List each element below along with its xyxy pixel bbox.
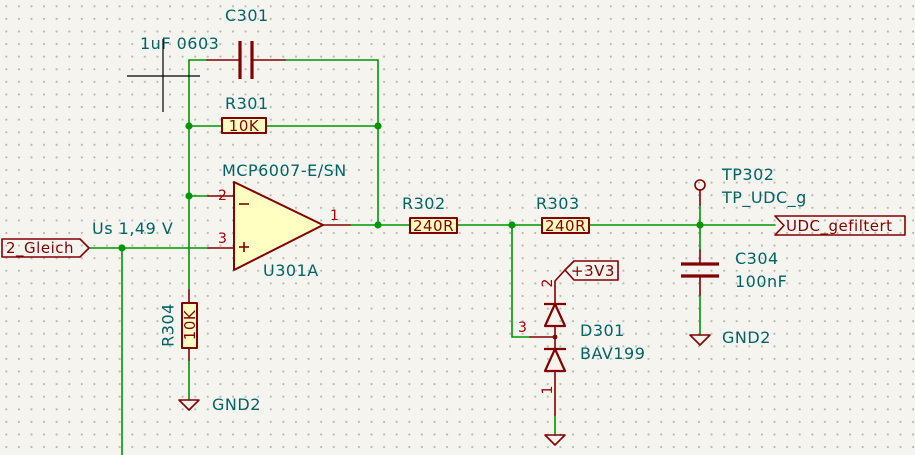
power-3v3-label[interactable]: +3V3 <box>571 262 615 280</box>
crosshair-cursor-icon <box>127 39 200 112</box>
resistor-r304[interactable]: 10K R304 <box>159 289 200 361</box>
power-flag-icon <box>564 260 619 281</box>
gnd2-left-label[interactable]: GND2 <box>212 395 261 414</box>
r301-body <box>221 117 267 134</box>
hierarchical-label-output[interactable]: UDC_gefiltert <box>774 215 906 236</box>
wire-d301-pin3[interactable] <box>511 224 531 338</box>
c304-value[interactable]: 100nF <box>735 272 787 291</box>
u301-value[interactable]: MCP6007-E/SN <box>222 161 347 180</box>
test-point-tp302[interactable]: TP302 TP_UDC_g <box>694 165 807 208</box>
ground-symbol-icon <box>689 334 711 346</box>
test-point-icon <box>694 179 706 191</box>
r304-reference[interactable]: R304 <box>159 303 178 347</box>
input-label-text[interactable]: 2_Gleich <box>6 239 74 258</box>
junction-dot[interactable] <box>118 244 126 252</box>
resistor-r302[interactable]: 240R R302 <box>402 194 458 235</box>
output-label-text[interactable]: UDC_gefiltert <box>786 217 893 236</box>
ground-gnd2-left[interactable]: GND2 <box>178 395 261 414</box>
d301-pin-1-number: 1 <box>540 386 556 395</box>
resistor-r303[interactable]: 240R R303 <box>536 194 590 235</box>
wires <box>89 59 776 455</box>
opamp-triangle-icon <box>233 181 324 271</box>
d301-pin-3-number: 3 <box>518 320 527 336</box>
junction-dot[interactable] <box>696 221 704 229</box>
r302-reference[interactable]: R302 <box>402 194 446 213</box>
input-label-flag-icon <box>1 238 90 258</box>
capacitor-c304[interactable]: C304 100nF <box>681 249 787 296</box>
ground-symbol-icon <box>544 434 566 446</box>
ground-gnd2-right[interactable]: GND2 <box>689 328 771 347</box>
output-label-flag-icon <box>774 215 906 236</box>
capacitor-c301[interactable]: C301 1uF 0603 <box>140 6 286 79</box>
tp302-value[interactable]: TP_UDC_g <box>721 188 807 208</box>
r301-value[interactable]: 10K <box>229 117 260 135</box>
junction-dot[interactable] <box>185 192 193 200</box>
d301-pin-2-number: 2 <box>540 279 556 288</box>
u301-pin-3-number: 3 <box>218 231 227 247</box>
r301-reference[interactable]: R301 <box>225 94 269 113</box>
d301-value[interactable]: BAV199 <box>580 344 645 363</box>
power-flag-3v3[interactable]: +3V3 <box>564 260 619 281</box>
resistor-r301[interactable]: 10K R301 <box>221 94 269 135</box>
diode-triangle-icon <box>543 347 567 373</box>
d301-pin-2-line <box>554 269 566 305</box>
c301-reference[interactable]: C301 <box>225 6 269 25</box>
gnd2-right-label[interactable]: GND2 <box>722 328 771 347</box>
r303-reference[interactable]: R303 <box>536 194 580 213</box>
r303-body <box>541 217 590 234</box>
voltage-annotation[interactable]: Us 1,49 V <box>92 219 173 238</box>
r302-body <box>409 217 458 234</box>
diode-d301[interactable]: 2 3 1 D301 BAV199 <box>518 269 645 416</box>
junction-dot[interactable] <box>185 122 193 130</box>
u301-pin-1-number: 1 <box>330 208 339 224</box>
ground-symbol-icon <box>178 399 200 411</box>
junction-dot[interactable] <box>374 221 382 229</box>
r304-value[interactable]: 10K <box>181 309 199 340</box>
c301-value[interactable]: 1uF 0603 <box>140 34 219 53</box>
u301-pin-2-number: 2 <box>218 188 227 204</box>
r302-value[interactable]: 240R <box>413 217 454 235</box>
d301-internal-node <box>552 334 558 340</box>
junction-dot[interactable] <box>508 221 516 229</box>
junction-dot[interactable] <box>374 122 382 130</box>
r304-body <box>181 302 198 349</box>
r303-value[interactable]: 240R <box>545 217 586 235</box>
tp302-reference[interactable]: TP302 <box>721 165 774 184</box>
ground-d301[interactable] <box>544 434 566 446</box>
c304-reference[interactable]: C304 <box>735 249 779 268</box>
u301-reference[interactable]: U301A <box>263 261 319 280</box>
junctions <box>118 122 704 252</box>
opamp-u301a[interactable]: 2 3 1 MCP6007-E/SN U301A <box>207 161 351 280</box>
d301-reference[interactable]: D301 <box>580 321 625 340</box>
diode-triangle-icon <box>543 302 567 328</box>
hierarchical-label-input[interactable]: 2_Gleich <box>1 238 90 258</box>
